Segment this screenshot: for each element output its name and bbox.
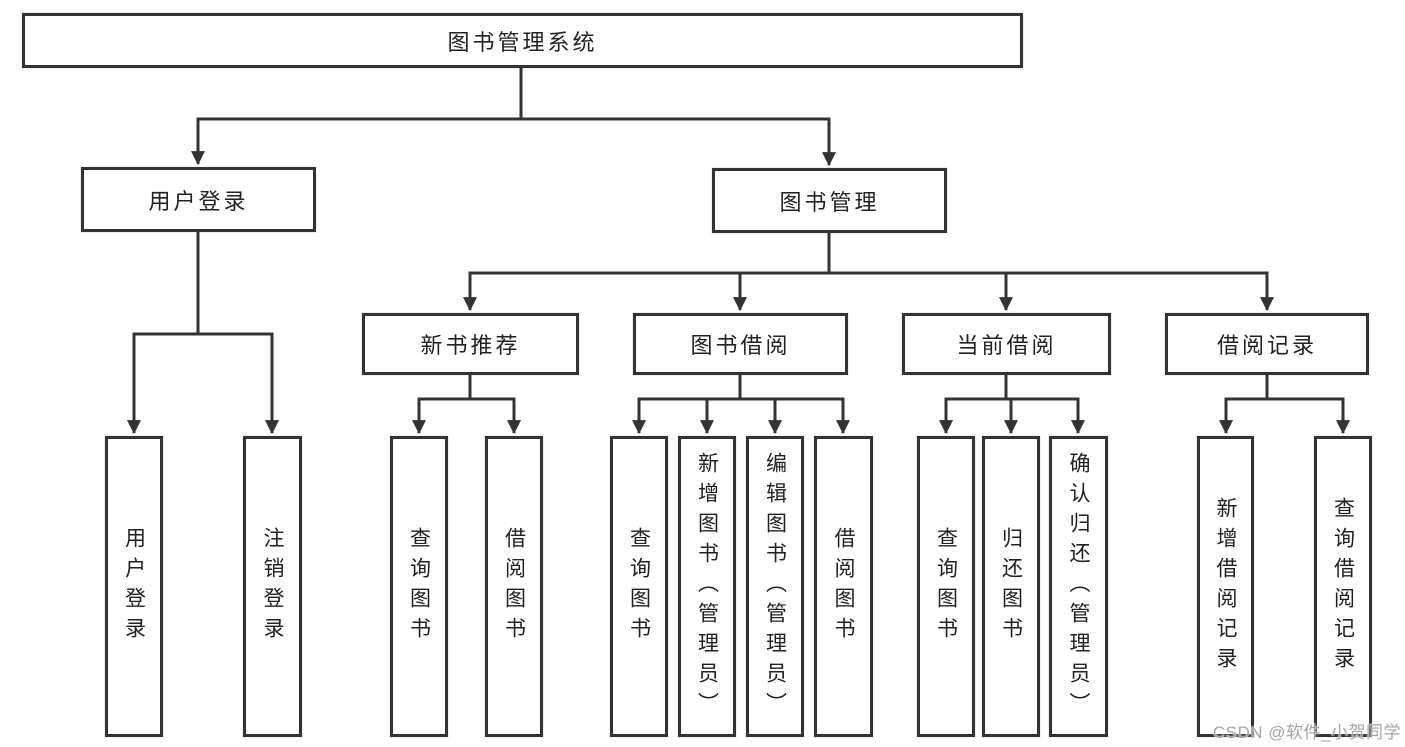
- node-leaf-borrow-book-1-label: 借阅图书: [502, 526, 526, 647]
- watermark: CSDN @软件_小贺同学: [1212, 723, 1401, 742]
- node-leaf-logout: 注销登录: [243, 436, 302, 737]
- node-leaf-edit-book-label: 编辑图书（管理员）: [763, 451, 787, 722]
- node-leaf-logout-label: 注销登录: [261, 526, 284, 647]
- node-leaf-borrow-book-2-label: 借阅图书: [832, 526, 855, 647]
- node-user-login-group-label: 用户登录: [148, 188, 249, 214]
- node-book-mgmt: 图书管理: [712, 168, 947, 233]
- node-book-borrow: 图书借阅: [633, 313, 848, 375]
- node-leaf-return-book-label: 归还图书: [999, 526, 1023, 647]
- node-leaf-query-book-2-label: 查询图书: [627, 526, 651, 647]
- node-new-book-rec-label: 新书推荐: [420, 333, 521, 358]
- node-borrow-records: 借阅记录: [1165, 313, 1369, 375]
- node-leaf-query-record-label: 查询借阅记录: [1331, 496, 1355, 677]
- node-leaf-borrow-book-1: 借阅图书: [485, 436, 543, 737]
- node-leaf-add-book-label: 新增图书（管理员）: [695, 451, 719, 722]
- node-leaf-user-login: 用户登录: [105, 436, 163, 737]
- node-root-label: 图书管理系统: [447, 29, 598, 55]
- node-leaf-borrow-book-2: 借阅图书: [814, 436, 873, 737]
- node-book-mgmt-label: 图书管理: [779, 189, 880, 215]
- node-current-borrow-label: 当前借阅: [956, 333, 1057, 358]
- node-leaf-user-login-label: 用户登录: [122, 526, 146, 647]
- node-leaf-return-book: 归还图书: [982, 436, 1040, 737]
- node-leaf-query-book-1-label: 查询图书: [407, 526, 431, 647]
- node-leaf-query-book-3-label: 查询图书: [934, 526, 958, 647]
- node-leaf-confirm-return: 确认归还（管理员）: [1049, 436, 1108, 737]
- node-leaf-add-record-label: 新增借阅记录: [1214, 496, 1237, 677]
- node-root: 图书管理系统: [22, 13, 1023, 68]
- node-leaf-edit-book: 编辑图书（管理员）: [746, 436, 804, 737]
- node-current-borrow: 当前借阅: [902, 313, 1111, 375]
- node-borrow-records-label: 借阅记录: [1216, 333, 1317, 358]
- node-leaf-query-book-1: 查询图书: [390, 436, 448, 737]
- node-leaf-query-book-2: 查询图书: [610, 436, 668, 737]
- node-new-book-rec: 新书推荐: [362, 313, 579, 375]
- node-user-login-group: 用户登录: [81, 167, 316, 232]
- node-leaf-add-record: 新增借阅记录: [1197, 436, 1254, 737]
- node-leaf-add-book: 新增图书（管理员）: [678, 436, 736, 737]
- node-book-borrow-label: 图书借阅: [690, 333, 791, 358]
- node-leaf-query-book-3: 查询图书: [917, 436, 975, 737]
- node-leaf-confirm-return-label: 确认归还（管理员）: [1067, 451, 1090, 722]
- node-leaf-query-record: 查询借阅记录: [1314, 436, 1372, 737]
